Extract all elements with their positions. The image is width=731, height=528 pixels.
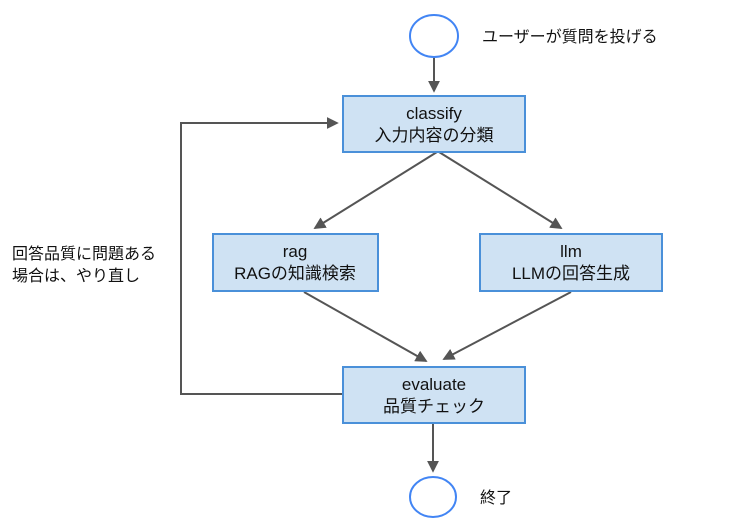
edge-classify-rag	[313, 151, 438, 229]
node-classify-desc: 入力内容の分類	[375, 126, 494, 145]
node-rag-title: rag	[283, 242, 308, 261]
node-evaluate-desc: 品質チェック	[383, 397, 485, 416]
node-rag-desc: RAGの知識検索	[234, 264, 356, 283]
edge-evaluate-classify-loop	[180, 117, 343, 395]
feedback-note-line2: 場合は、やり直し	[12, 267, 140, 285]
end-label: 終了	[480, 489, 512, 507]
start-node	[409, 14, 459, 58]
node-llm-title: llm	[560, 242, 582, 261]
node-llm-desc: LLMの回答生成	[512, 264, 630, 283]
start-label: ユーザーが質問を投げる	[482, 28, 658, 46]
edge-llm-evaluate	[442, 291, 572, 360]
node-evaluate	[342, 366, 526, 424]
node-classify	[342, 95, 526, 153]
node-rag	[212, 233, 379, 292]
edge-rag-evaluate	[303, 291, 428, 362]
node-classify-title: classify	[406, 104, 462, 123]
feedback-note-line1: 回答品質に問題ある	[12, 245, 156, 263]
node-llm	[479, 233, 663, 292]
edge-classify-llm	[438, 151, 563, 229]
node-evaluate-title: evaluate	[402, 375, 466, 394]
end-node	[409, 476, 457, 518]
